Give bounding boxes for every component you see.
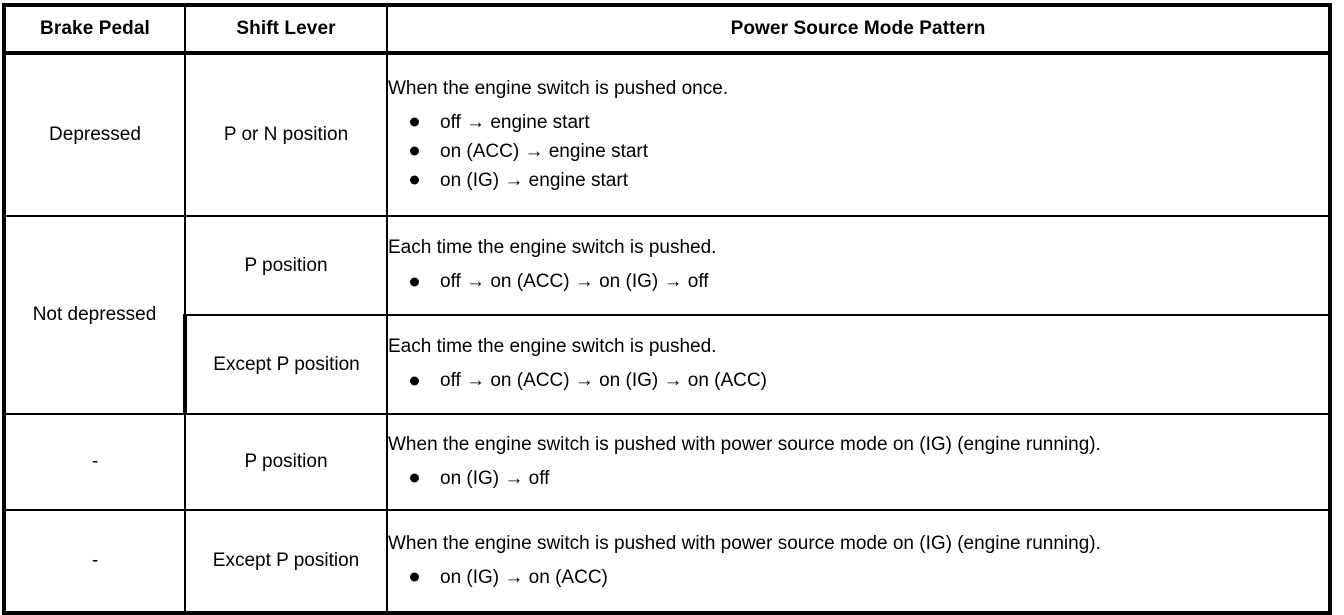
cell-shift-lever: P position — [184, 215, 388, 316]
list-item: on (IG) → engine start — [410, 166, 1328, 195]
pattern-step-text: on (ACC) → engine start — [440, 140, 649, 162]
pattern-step-list: off → engine start on (ACC) → engine sta… — [388, 108, 1328, 195]
power-source-mode-table: Brake Pedal Shift Lever Power Source Mod… — [2, 3, 1332, 615]
table-row: Depressed P or N position When the engin… — [2, 51, 1332, 217]
pattern-step-list: on (IG) → on (ACC) — [388, 563, 1328, 592]
list-item: on (IG) → off — [410, 464, 1328, 493]
pattern-step-text: on (IG) → on (ACC) — [440, 566, 608, 588]
bullet-icon — [410, 473, 419, 483]
pattern-step-list: on (IG) → off — [388, 464, 1328, 493]
list-item: on (ACC) → engine start — [410, 137, 1328, 166]
cell-shift-lever: Except P position — [183, 314, 388, 415]
cell-shift-lever: P or N position — [184, 51, 388, 217]
pattern-step-text: off → on (ACC) → on (IG) → on (ACC) — [440, 370, 767, 391]
cell-brake-pedal: - — [2, 413, 186, 511]
bullet-icon — [410, 146, 419, 156]
table-header-row: Brake Pedal Shift Lever Power Source Mod… — [2, 3, 1332, 55]
bullet-icon — [410, 277, 419, 286]
cell-brake-pedal: Depressed — [2, 51, 186, 217]
cell-power-source-mode-pattern: When the engine switch is pushed once. o… — [386, 51, 1332, 217]
list-item: on (IG) → on (ACC) — [410, 563, 1328, 592]
cell-power-source-mode-pattern: When the engine switch is pushed with po… — [386, 509, 1332, 615]
column-header-power-source-mode-pattern: Power Source Mode Pattern — [386, 3, 1332, 55]
pattern-step-text: on (IG) → off — [440, 467, 550, 489]
table-row: - P position When the engine switch is p… — [2, 413, 1332, 511]
pattern-lead-text: When the engine switch is pushed with po… — [388, 532, 1101, 554]
cell-brake-pedal: - — [2, 509, 186, 615]
table-row: Except P position Each time the engine s… — [4, 314, 1332, 415]
cell-power-source-mode-pattern: Each time the engine switch is pushed. o… — [386, 314, 1332, 415]
pattern-step-list: off → on (ACC) → on (IG) → on (ACC) — [388, 366, 1328, 395]
pattern-step-text: off → engine start — [440, 111, 590, 133]
pattern-lead-text: When the engine switch is pushed with po… — [388, 433, 1101, 455]
pattern-lead-text: Each time the engine switch is pushed. — [388, 336, 717, 357]
cell-brake-pedal: Not depressed — [2, 215, 186, 415]
table-row: Not depressed P position Each time the e… — [2, 215, 1332, 415]
list-item: off → engine start — [410, 108, 1328, 137]
cell-power-source-mode-pattern: Each time the engine switch is pushed. o… — [386, 215, 1332, 316]
column-header-shift-lever: Shift Lever — [184, 3, 388, 55]
cell-shift-lever: P position — [184, 413, 388, 511]
table-row: - Except P position When the engine swit… — [2, 509, 1332, 615]
pattern-lead-text: When the engine switch is pushed once. — [388, 77, 729, 99]
bullet-icon — [410, 175, 419, 185]
list-item: off → on (ACC) → on (IG) → on (ACC) — [410, 366, 1328, 395]
cell-power-source-mode-pattern: When the engine switch is pushed with po… — [386, 413, 1332, 511]
pattern-step-list: off → on (ACC) → on (IG) → off — [388, 267, 1328, 296]
table-body: Depressed P or N position When the engin… — [2, 51, 1332, 615]
bullet-icon — [410, 117, 419, 127]
column-header-brake-pedal: Brake Pedal — [2, 3, 186, 55]
pattern-lead-text: Each time the engine switch is pushed. — [388, 237, 717, 258]
pattern-step-text: off → on (ACC) → on (IG) → off — [440, 271, 709, 292]
list-item: off → on (ACC) → on (IG) → off — [410, 267, 1328, 296]
table-header: Brake Pedal Shift Lever Power Source Mod… — [2, 3, 1332, 55]
cell-shift-lever: Except P position — [184, 509, 388, 615]
pattern-step-text: on (IG) → engine start — [440, 169, 628, 191]
bullet-icon — [410, 572, 419, 582]
bullet-icon — [410, 376, 419, 385]
